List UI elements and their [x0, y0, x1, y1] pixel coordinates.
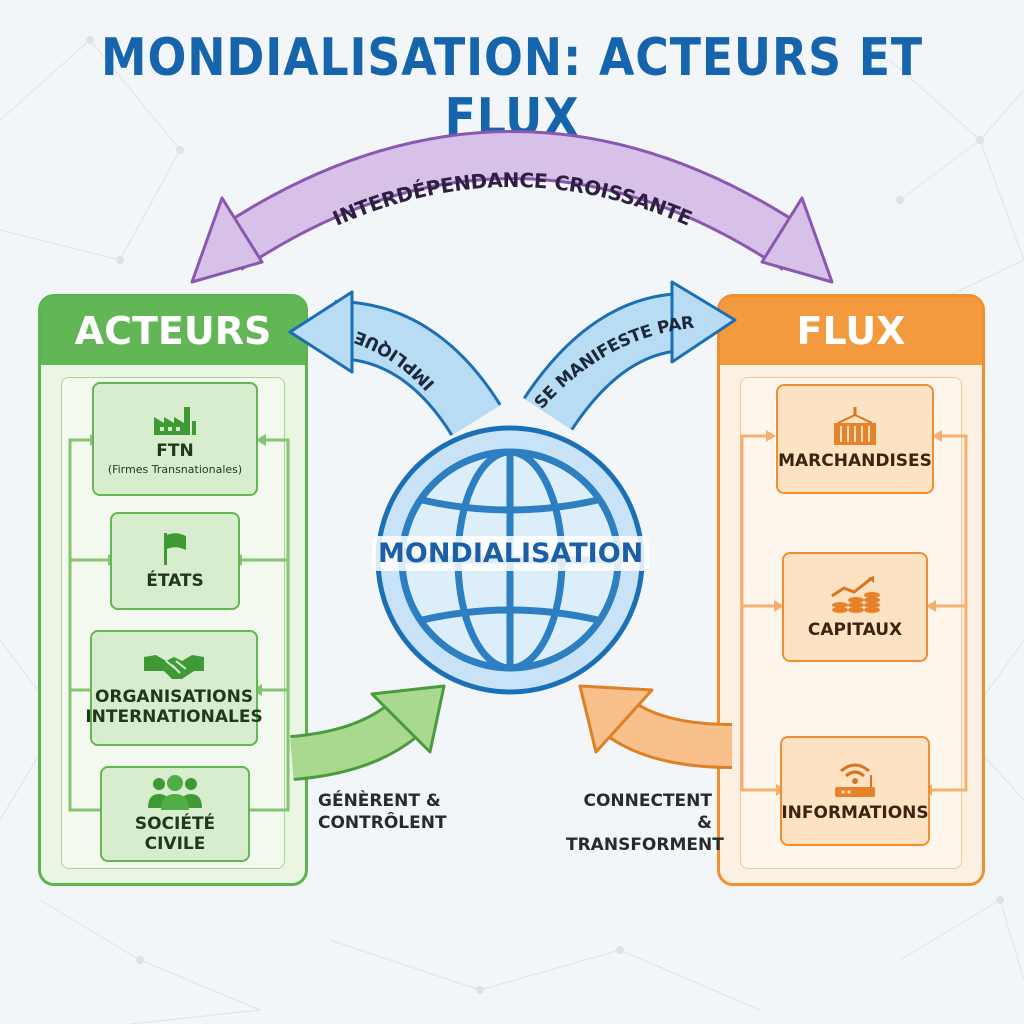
connectent-caption: CONNECTENT & TRANSFORMENT [566, 791, 724, 855]
implique-arrow [288, 290, 502, 437]
wifi-router-icon [835, 763, 875, 797]
acteur-societe-civile-label: SOCIÉTÉ CIVILE [134, 814, 216, 854]
flux-informations-label: INFORMATIONS [781, 803, 929, 823]
interdependance-arrow [190, 130, 834, 284]
shipping-container-icon [834, 407, 876, 445]
acteur-societe-civile: SOCIÉTÉ CIVILE [100, 766, 250, 862]
acteur-ftn: FTN (Firmes Transnationales) [92, 382, 258, 496]
flux-marchandises: MARCHANDISES [776, 384, 934, 494]
globe-label: MONDIALISATION [372, 536, 650, 571]
coins-chart-icon [831, 576, 880, 613]
generent-arrow [289, 684, 446, 781]
handshake-icon [144, 655, 204, 679]
generent-caption: GÉNÈRENT & CONTRÔLENT [318, 791, 447, 833]
connectent-arrow [578, 684, 733, 769]
se-manifeste-arrow [522, 280, 737, 431]
acteurs-panel: ACTEURS [38, 294, 308, 886]
acteur-organisations-label: ORGANISATIONS INTERNATIONALES [85, 687, 263, 727]
flag-icon [164, 533, 186, 565]
acteur-organisations: ORGANISATIONS INTERNATIONALES [85, 630, 263, 746]
acteur-ftn-label: FTN [156, 440, 194, 461]
factory-icon [154, 406, 196, 435]
page-title: MONDIALISATION: ACTEURS ET FLUX [101, 28, 923, 148]
flux-capitaux-label: CAPITAUX [807, 620, 903, 640]
acteur-etats-label: ÉTATS [146, 571, 204, 591]
flux-informations: INFORMATIONS [780, 736, 930, 846]
flux-header: FLUX [720, 297, 982, 365]
acteurs-connectors [68, 438, 290, 812]
acteurs-header: ACTEURS [41, 297, 305, 365]
flux-connectors [740, 434, 968, 792]
flux-marchandises-label: MARCHANDISES [778, 451, 932, 471]
acteur-etats: ÉTATS [110, 512, 240, 610]
people-group-icon [148, 775, 202, 810]
acteur-ftn-sublabel: (Firmes Transnationales) [107, 462, 243, 476]
flux-capitaux: CAPITAUX [782, 552, 928, 662]
